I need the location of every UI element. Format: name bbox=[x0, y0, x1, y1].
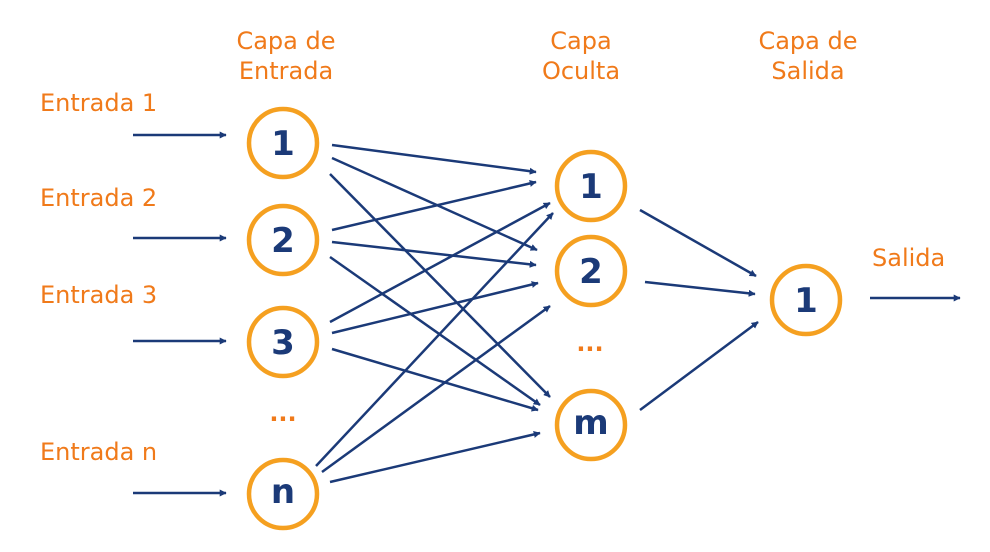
header-input-line2: Entrada bbox=[238, 57, 334, 85]
input-label-3: Entrada 3 bbox=[40, 281, 158, 309]
conn-i1-h1 bbox=[331, 143, 537, 175]
input-node-n-label: n bbox=[271, 472, 295, 512]
input-label-1: Entrada 1 bbox=[40, 89, 158, 117]
conn-h1-o1 bbox=[639, 208, 757, 278]
header-output-line1: Capa de bbox=[758, 27, 858, 55]
output-node-1: 1 bbox=[769, 263, 843, 337]
input-node-3-label: 3 bbox=[271, 323, 295, 363]
conn-in-h2 bbox=[321, 304, 551, 474]
hidden-node-1-label: 1 bbox=[579, 167, 603, 207]
conn-i1-hm bbox=[329, 173, 551, 398]
conn-i2-h1 bbox=[331, 180, 537, 232]
input-ellipsis: ... bbox=[269, 399, 296, 427]
output-layer: 1 bbox=[769, 263, 843, 337]
header-output-layer: Capa de Salida bbox=[718, 26, 898, 86]
conn-h2-o1 bbox=[644, 280, 756, 297]
input-node-2-label: 2 bbox=[271, 221, 295, 261]
header-input-layer: Capa de Entrada bbox=[196, 26, 376, 86]
connections-input-hidden bbox=[315, 143, 554, 484]
header-hidden-layer: Capa Oculta bbox=[491, 26, 671, 86]
header-hidden-line1: Capa bbox=[550, 27, 612, 55]
conn-i3-h2 bbox=[331, 281, 539, 335]
hidden-node-2-label: 2 bbox=[579, 252, 603, 292]
input-node-n: n bbox=[246, 457, 320, 531]
conn-i1-h2 bbox=[331, 156, 538, 252]
hidden-node-m-label: m bbox=[573, 403, 608, 443]
hidden-ellipsis: ... bbox=[576, 329, 603, 357]
conn-hm-o1 bbox=[639, 320, 759, 412]
input-node-2: 2 bbox=[246, 203, 320, 277]
header-hidden-line2: Oculta bbox=[541, 57, 621, 85]
header-output-line2: Salida bbox=[771, 57, 845, 85]
header-input-line1: Capa de bbox=[236, 27, 336, 55]
conn-i3-hm bbox=[331, 347, 539, 412]
output-node-1-label: 1 bbox=[794, 281, 818, 321]
hidden-node-1: 1 bbox=[554, 149, 628, 223]
hidden-node-m: m bbox=[554, 388, 628, 462]
connections-hidden-output bbox=[639, 208, 759, 412]
conn-i2-h2 bbox=[331, 240, 537, 268]
input-layer: 1 2 3 ... n bbox=[246, 106, 320, 531]
input-label-2: Entrada 2 bbox=[40, 184, 158, 212]
output-label: Salida bbox=[872, 244, 946, 272]
input-node-3: 3 bbox=[246, 305, 320, 379]
conn-in-h1 bbox=[315, 212, 554, 467]
conn-in-hm bbox=[329, 431, 541, 484]
input-node-1: 1 bbox=[246, 106, 320, 180]
input-node-1-label: 1 bbox=[271, 124, 295, 164]
hidden-layer: 1 2 ... m bbox=[554, 149, 628, 462]
conn-i2-hm bbox=[329, 255, 541, 407]
input-label-n: Entrada n bbox=[40, 438, 158, 466]
conn-i3-h1 bbox=[329, 201, 551, 324]
hidden-node-2: 2 bbox=[554, 234, 628, 308]
